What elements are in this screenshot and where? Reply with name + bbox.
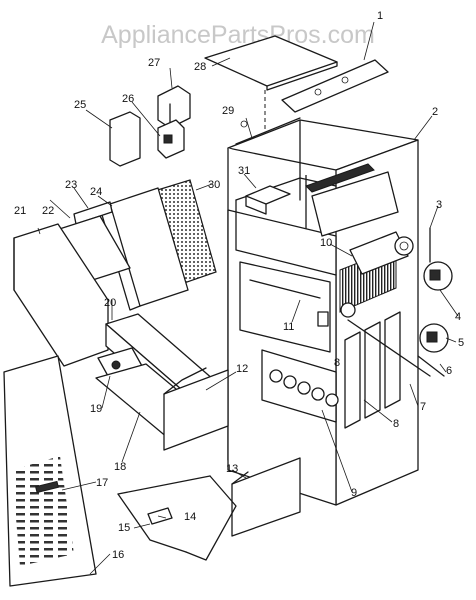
- callout-5: 5: [458, 337, 464, 349]
- leader-lines: [37, 21, 459, 575]
- callout-8-upper: 8: [334, 357, 340, 369]
- part-16-lower-door: [3, 355, 97, 587]
- part-9-burners: [261, 349, 339, 423]
- callout-14: 14: [184, 511, 196, 523]
- callout-27: 27: [148, 57, 160, 69]
- callout-6: 6: [446, 365, 452, 377]
- callout-28: 28: [194, 61, 206, 73]
- callout-31: 31: [238, 165, 250, 177]
- callout-30: 30: [208, 179, 220, 191]
- part-12-rail: [163, 367, 229, 451]
- part-25-plate: [109, 111, 141, 167]
- callout-10: 10: [320, 237, 332, 249]
- part-7-igniter: [347, 319, 431, 377]
- part-13-rail: [231, 457, 301, 537]
- part-4-pressure-switch: [423, 261, 453, 291]
- callout-8-lower: 8: [393, 418, 399, 430]
- part-10-inducer: [349, 231, 414, 275]
- callout-9: 9: [351, 487, 357, 499]
- part-21-upper-door: [13, 223, 109, 367]
- cabinet: [227, 117, 419, 506]
- callout-18: 18: [114, 461, 126, 473]
- callout-25: 25: [74, 99, 86, 111]
- part-27-bracket: [157, 85, 191, 129]
- callout-7: 7: [420, 401, 426, 413]
- part-28-top-panel: [204, 35, 338, 140]
- part-26-bracket: [157, 119, 185, 159]
- callout-labels: 1 2 3 4 5 6 7 8 8 9 10 11 12 13 14 15 16…: [14, 10, 464, 561]
- callout-24: 24: [90, 186, 102, 198]
- callout-16: 16: [112, 549, 124, 561]
- callout-20: 20: [104, 297, 116, 309]
- callout-13: 13: [226, 463, 238, 475]
- callout-17: 17: [96, 477, 108, 489]
- watermark: AppliancePartsPros.com: [101, 21, 375, 49]
- callout-23: 23: [65, 179, 77, 191]
- part-23-rail: [73, 201, 113, 225]
- part-6-switch-lead: [417, 355, 445, 377]
- part-14-clip: [147, 507, 173, 525]
- callout-29: 29: [222, 105, 234, 117]
- callout-1: 1: [377, 10, 383, 22]
- callout-12: 12: [236, 363, 248, 375]
- callout-15: 15: [118, 522, 130, 534]
- callout-19: 19: [90, 403, 102, 415]
- part-8-flame-sensor: [340, 302, 356, 318]
- callout-11: 11: [283, 321, 294, 333]
- part-5-rollout-switch: [419, 323, 449, 353]
- callout-3: 3: [436, 199, 442, 211]
- callout-2: 2: [432, 106, 438, 118]
- callout-4: 4: [455, 311, 461, 323]
- callout-21: 21: [14, 205, 26, 217]
- part-15-base-frame: [117, 475, 237, 561]
- callout-22: 22: [42, 205, 54, 217]
- callout-26: 26: [122, 93, 134, 105]
- part-1-bracket: [281, 59, 389, 113]
